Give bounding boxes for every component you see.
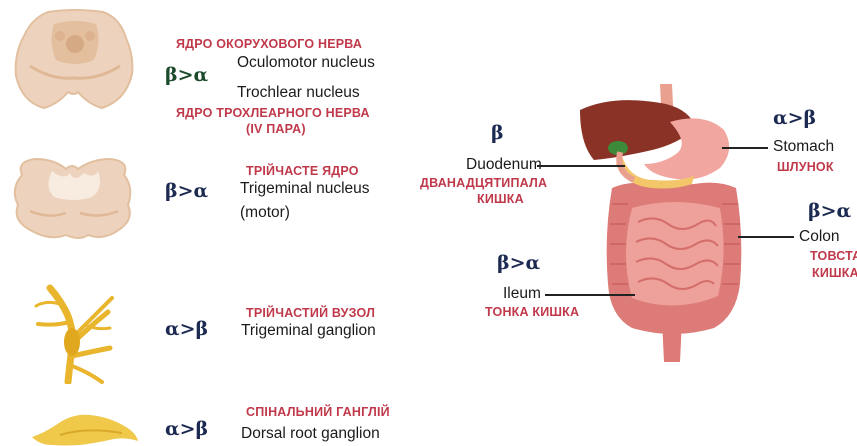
ileum-en-label: Ileum [503,285,541,303]
duodenum-ua-label-line2: КИШКА [477,192,524,206]
trigeminal-nucleus-ua-label: ТРІЙЧАСТЕ ЯДРО [246,164,359,178]
trigeminal-nucleus-en-label-line2: (motor) [240,204,290,222]
duodenum-ratio: β [491,122,504,144]
trigeminal-ganglion-ratio: α>β [165,318,208,340]
trigeminal-ganglion-ua-label: ТРІЙЧАСТИЙ ВУЗОЛ [246,306,375,320]
duodenum-leader-line [537,165,625,167]
drg-ua-label: СПІНАЛЬНИЙ ГАНГЛІЙ [246,405,390,419]
trigeminal-nucleus-ratio: β>α [165,180,208,202]
oculomotor-ratio: β>α [165,64,208,86]
trochlear-en-label: Trochlear nucleus [237,84,360,102]
trigeminal-ganglion-icon [28,282,128,384]
trochlear-ua-label-line1: ЯДРО ТРОХЛЕАРНОГО НЕРВА [176,106,370,120]
dorsal-root-ganglion-icon [30,405,140,446]
trochlear-ua-label-line2: (IV пара) [246,122,306,136]
ileum-ratio: β>α [497,252,540,274]
oculomotor-en-label: Oculomotor nucleus [237,54,375,72]
stomach-ratio: α>β [773,107,816,129]
colon-ua-label-line2: КИШКА [812,266,857,280]
stomach-en-label: Stomach [773,138,834,156]
colon-ratio: β>α [808,200,851,222]
colon-en-label: Colon [799,228,840,246]
drg-en-label: Dorsal root ganglion [241,425,380,443]
oculomotor-ua-label: ЯДРО ОКОРУХОВОГО НЕРВА [176,37,362,51]
stomach-leader-line [722,147,768,149]
pons-section-icon [8,153,138,245]
ileum-ua-label: ТОНКА КИШКА [485,305,579,319]
stomach-ua-label: ШЛУНОК [777,160,834,174]
colon-ua-label-line1: ТОВСТА [810,249,857,263]
drg-ratio: α>β [165,418,208,440]
trigeminal-nucleus-en-label-line1: Trigeminal nucleus [240,180,370,198]
colon-leader-line [738,236,794,238]
duodenum-en-label: Duodenum [466,156,542,174]
ileum-leader-line [545,294,635,296]
trigeminal-ganglion-en-label: Trigeminal ganglion [241,322,376,340]
digestive-system-icon [574,84,774,364]
duodenum-ua-label-line1: ДВАНАДЦЯТИПАЛА [420,176,547,190]
midbrain-section-icon [8,8,143,118]
